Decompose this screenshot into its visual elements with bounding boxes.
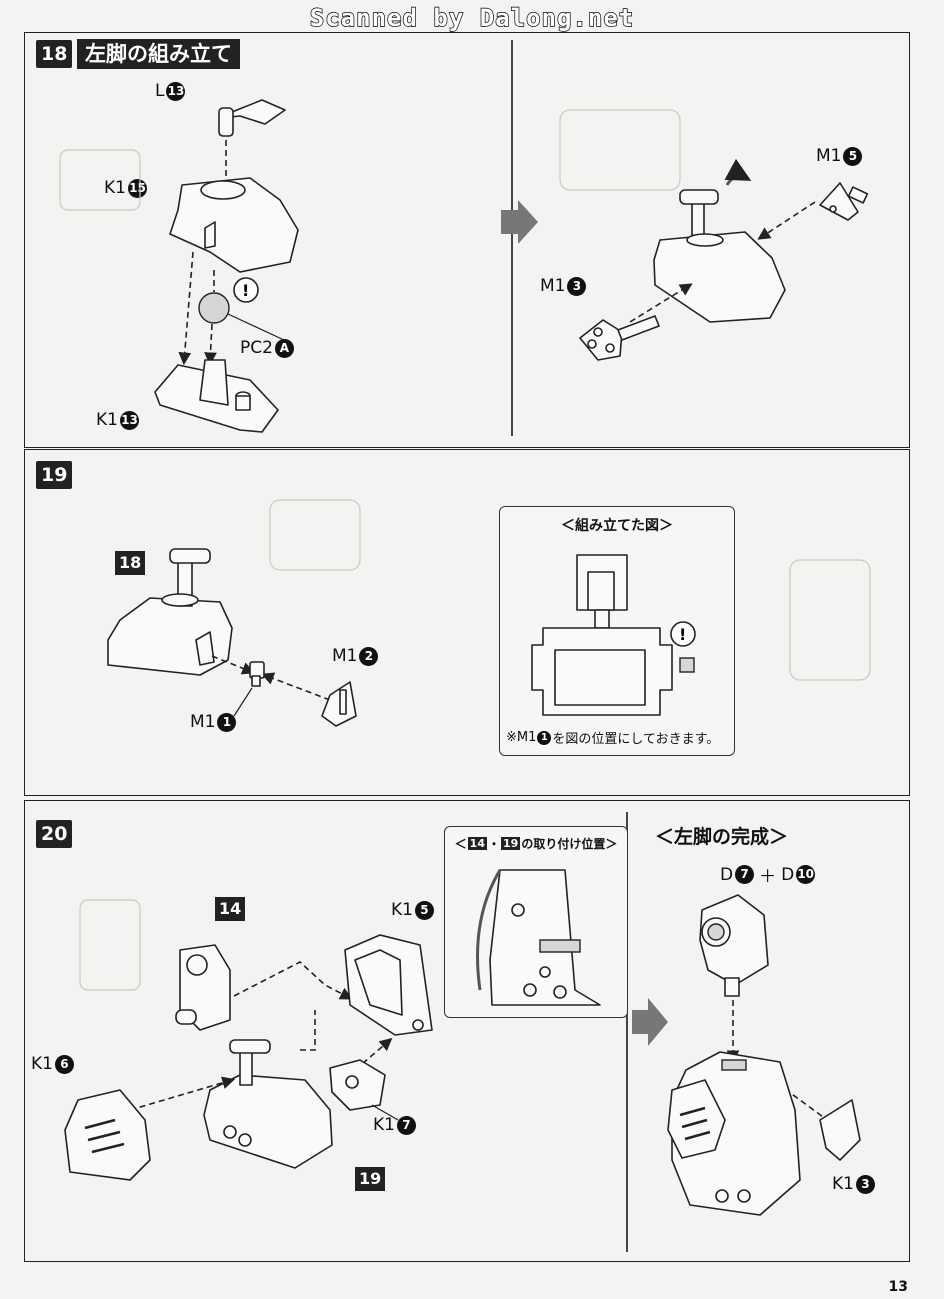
inset-attachment-drawing bbox=[476, 869, 601, 1006]
part-number-badge: 13 bbox=[119, 410, 139, 430]
part-number-badge: 15 bbox=[127, 178, 147, 198]
step18-number: 18 bbox=[36, 40, 73, 68]
sequence-arrow-icon bbox=[632, 998, 668, 1046]
step19-ref-18: 18 bbox=[115, 551, 146, 575]
step19-number: 19 bbox=[36, 461, 73, 489]
part-m1-3-bracket bbox=[579, 315, 660, 361]
step19-frame bbox=[24, 449, 910, 796]
step18-divider bbox=[511, 40, 513, 436]
inset-assembled-drawing: ! bbox=[531, 554, 696, 716]
inset-title: ＜組み立てた図＞ bbox=[561, 518, 673, 534]
part-l13-pipe bbox=[218, 99, 286, 137]
completion-title: ＜左脚の完成＞ bbox=[655, 826, 789, 848]
part-step18-assembly bbox=[107, 548, 233, 676]
part-k1-3-cover bbox=[819, 1099, 861, 1161]
part-m1-2-clip bbox=[321, 681, 357, 727]
step18-title: 左脚の組み立て bbox=[77, 39, 240, 69]
page-number: 13 bbox=[888, 1279, 908, 1295]
bleed-through-ghosts bbox=[59, 109, 871, 991]
sequence-arrow-icon bbox=[501, 200, 538, 244]
part-14-joint bbox=[175, 944, 231, 1031]
caution-icon bbox=[670, 621, 696, 647]
part-step19-assembly bbox=[203, 1039, 333, 1169]
part-number-badge: A bbox=[274, 338, 294, 358]
part-k1-7-block bbox=[329, 1059, 386, 1111]
part-number-badge: 5 bbox=[414, 900, 434, 920]
part-number-badge: 3 bbox=[855, 1174, 875, 1194]
part-number-badge: 13 bbox=[166, 81, 186, 101]
part-k1-13-base bbox=[154, 359, 279, 433]
step18-frame bbox=[24, 32, 910, 448]
step20-ref-14: 14 bbox=[215, 897, 246, 921]
part-m1-1-pin bbox=[249, 661, 265, 687]
part-number-badge: 6 bbox=[54, 1054, 74, 1074]
scan-watermark-header: Scanned by Dalong.net bbox=[309, 3, 635, 32]
svg-text:!: ! bbox=[242, 281, 249, 300]
part-k1-6-cover bbox=[64, 1089, 151, 1181]
part-k1-15-block bbox=[169, 177, 299, 273]
step20-ref-19: 19 bbox=[355, 1167, 386, 1191]
step20-divider bbox=[626, 812, 628, 1252]
part-number-badge: 5 bbox=[843, 146, 863, 166]
completed-left-leg bbox=[667, 1051, 801, 1216]
part-number-badge: 2 bbox=[359, 646, 379, 666]
part-assembled-block bbox=[653, 189, 786, 323]
part-pc2-ball bbox=[198, 292, 230, 324]
part-number-badge: 3 bbox=[567, 276, 587, 296]
part-k1-5-shell bbox=[344, 934, 433, 1036]
caution-icon bbox=[233, 277, 259, 303]
part-number-badge: 7 bbox=[396, 1115, 416, 1135]
step20-number: 20 bbox=[36, 820, 73, 848]
part-d7-d10-head bbox=[699, 894, 769, 997]
step20-frame bbox=[24, 800, 910, 1262]
svg-text:!: ! bbox=[679, 625, 686, 644]
part-number-badge: 1 bbox=[217, 712, 237, 732]
part-m1-5-clip bbox=[819, 182, 869, 221]
inset-title: ＜ 14 ・ 19 の取り付け位置＞ bbox=[454, 837, 618, 851]
